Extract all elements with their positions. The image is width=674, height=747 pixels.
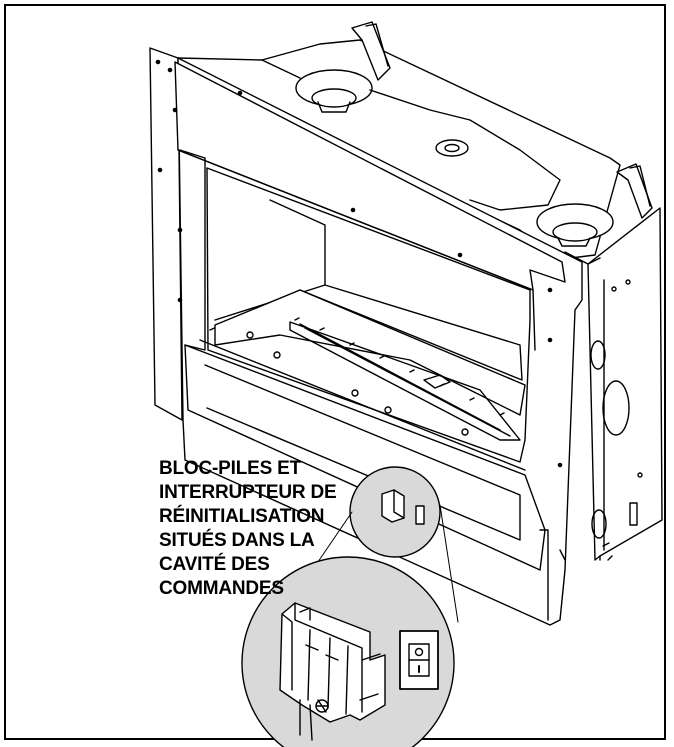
- callout-line-2: INTERRUPTEUR DE: [159, 482, 337, 503]
- reset-switch-icon: [399, 630, 439, 690]
- control-cavity-callout: [349, 466, 441, 558]
- fireplace-insert-icon: [149, 21, 663, 626]
- callout-line-4: SITUÉS DANS LA: [159, 530, 315, 551]
- callout-line-6: COMMANDES: [159, 578, 284, 599]
- callout-line-3: RÉINITIALISATION: [159, 506, 325, 527]
- callout-line-1: BLOC-PILES ET: [159, 458, 302, 479]
- battery-pack-icon: [279, 602, 386, 741]
- callout-line-5: CAVITÉ DES: [159, 554, 270, 575]
- detail-magnifier: [241, 556, 455, 747]
- callout-label: BLOC-PILES ET INTERRUPTEUR DE RÉINITIALI…: [159, 457, 359, 601]
